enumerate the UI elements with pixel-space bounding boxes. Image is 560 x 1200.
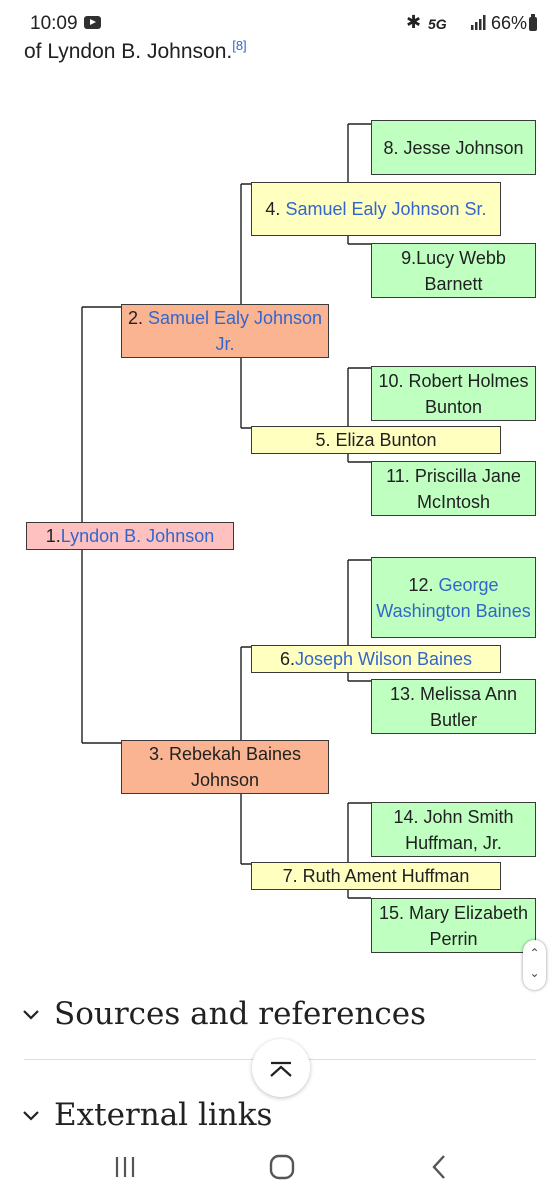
person-box-8: 8. Jesse Johnson [371, 120, 536, 175]
person-box-10: 10. Robert Holmes Bunton [371, 366, 536, 421]
youtube-icon [84, 16, 101, 29]
person-box-7: 7. Ruth Ament Huffman [251, 862, 501, 890]
signal-icon [471, 15, 486, 30]
person-label: 8. Jesse Johnson [383, 137, 524, 158]
person-box-12: 12. George Washington Baines [371, 557, 536, 638]
person-box-4: 4. Samuel Ealy Johnson Sr. [251, 182, 501, 236]
person-label: 10. Robert Holmes Bunton [378, 370, 529, 417]
person-number: 4. [265, 199, 286, 219]
person-box-11: 11. Priscilla Jane McIntosh [371, 461, 536, 516]
person-box-2: 2. Samuel Ealy Johnson Jr. [121, 304, 329, 358]
section-external-links[interactable]: External links [22, 1097, 272, 1133]
person-box-13: 13. Melissa Ann Butler [371, 679, 536, 734]
chevron-down-icon [23, 1111, 39, 1121]
home-button[interactable] [268, 1153, 296, 1181]
person-label: 11. Priscilla Jane McIntosh [386, 465, 521, 512]
person-number: 12. [408, 574, 439, 595]
chevron-up-icon: ⌃ [529, 946, 540, 960]
person-link[interactable]: Lyndon B. Johnson [60, 526, 215, 546]
reference-link[interactable]: [8] [232, 38, 247, 53]
chevron-down-icon [23, 1010, 39, 1020]
person-label: 13. Melissa Ann Butler [389, 683, 518, 730]
person-box-1: 1. Lyndon B. Johnson [26, 522, 234, 550]
chevron-down-icon: ⌄ [529, 966, 540, 980]
person-box-14: 14. John Smith Huffman, Jr. [371, 802, 536, 857]
bluetooth-icon: ✱ [406, 12, 422, 32]
person-link[interactable]: George Washington Baines [376, 574, 531, 621]
person-label: 3. Rebekah Baines Johnson [148, 744, 302, 790]
status-bar: 10:09 ✱ 5G 66% [0, 0, 560, 48]
person-label: 9.Lucy Webb Barnett [401, 247, 506, 294]
person-number: 6. [279, 649, 295, 669]
person-number: 1. [45, 526, 61, 546]
section-title: Sources and references [54, 996, 427, 1032]
person-box-9: 9.Lucy Webb Barnett [371, 243, 536, 298]
battery-icon [529, 14, 537, 31]
intro-sentence: of Lyndon B. Johnson. [24, 40, 233, 63]
back-to-top-button[interactable] [252, 1039, 310, 1097]
battery-percent: 66% [491, 13, 528, 33]
person-number: 2. [127, 308, 148, 328]
person-box-5: 5. Eliza Bunton [251, 426, 501, 454]
navigation-bar [0, 1140, 560, 1200]
person-label: 7. Ruth Ament Huffman [282, 866, 470, 886]
person-label: 14. John Smith Huffman, Jr. [393, 806, 514, 853]
back-button[interactable] [428, 1153, 452, 1181]
status-time: 10:09 [30, 13, 78, 34]
intro-text: of Lyndon B. Johnson.[8] [24, 38, 247, 64]
person-box-3: 3. Rebekah Baines Johnson [121, 740, 329, 794]
section-sources[interactable]: Sources and references [22, 996, 426, 1032]
person-link[interactable]: Samuel Ealy Johnson Jr. [147, 308, 323, 354]
recent-apps-button[interactable] [112, 1154, 138, 1180]
network-label: 5G [428, 16, 447, 32]
person-box-15: 15. Mary Elizabeth Perrin [371, 898, 536, 953]
arrow-up-icon [270, 1061, 292, 1077]
person-link[interactable]: Joseph Wilson Baines [294, 649, 473, 669]
scroll-handle[interactable]: ⌃ ⌄ [523, 940, 546, 990]
person-box-6: 6. Joseph Wilson Baines [251, 645, 501, 673]
section-title: External links [54, 1097, 273, 1133]
person-label: 15. Mary Elizabeth Perrin [378, 902, 529, 949]
person-label: 5. Eliza Bunton [315, 430, 437, 450]
person-link[interactable]: Samuel Ealy Johnson Sr. [285, 199, 487, 219]
